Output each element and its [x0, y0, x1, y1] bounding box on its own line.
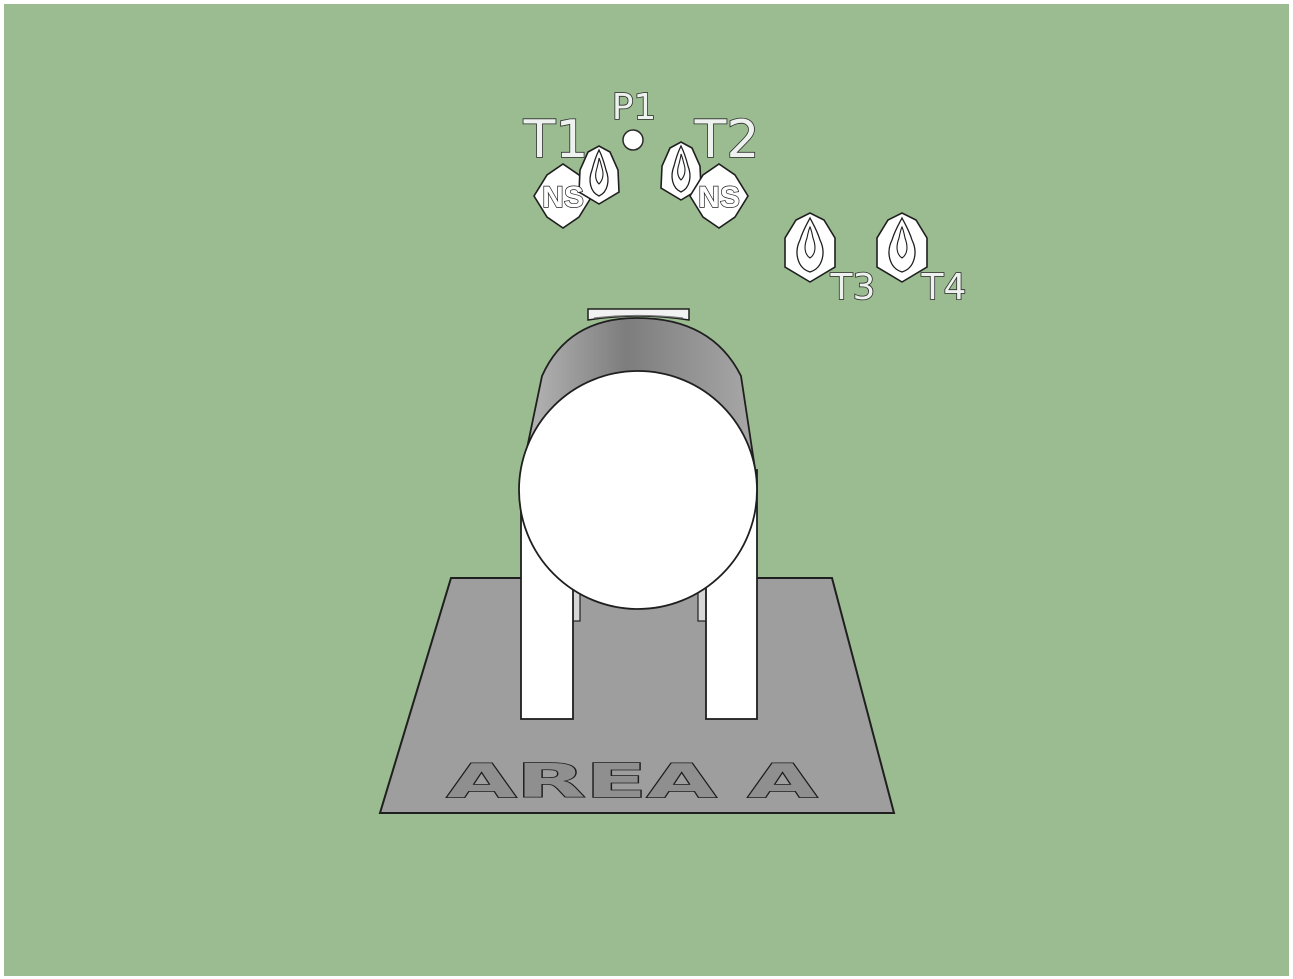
target-t2-label: T2: [694, 110, 760, 170]
target-t2-ns-text: NS: [698, 181, 740, 214]
target-t2-ns-marker: [689, 163, 749, 229]
target-t4-label: T4: [921, 267, 967, 308]
target-t1-label: T1: [523, 110, 589, 170]
point-p1-label: P1: [612, 87, 657, 128]
point-p1-marker: [622, 129, 644, 151]
target-t4-icon: [876, 212, 928, 283]
target-t1-icon: [578, 145, 620, 205]
target-t3-label: T3: [830, 267, 876, 308]
target-t3-icon: [784, 212, 836, 283]
target-t1-ns-marker: [533, 163, 593, 229]
pad-label: AREA A: [447, 754, 818, 808]
tank-end-cap: [518, 370, 758, 610]
nozzle-rim: [593, 314, 684, 319]
target-t1-ns-text: NS: [542, 181, 584, 214]
